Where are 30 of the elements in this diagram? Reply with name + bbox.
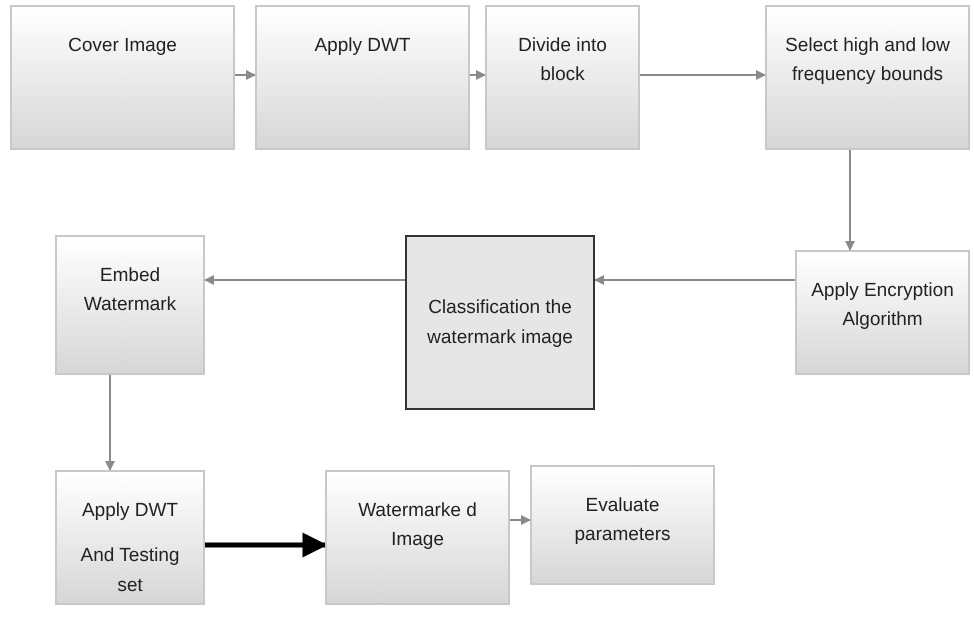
box-label: Apply Encryption Algorithm bbox=[810, 279, 955, 332]
box-label: Select high and low frequency bounds bbox=[784, 34, 951, 88]
arrow bbox=[510, 515, 531, 525]
box-label: Cover Image bbox=[68, 34, 177, 58]
box-label: Embed Watermark bbox=[82, 264, 178, 318]
process-box bbox=[255, 5, 470, 150]
arrow bbox=[205, 532, 328, 558]
process-box bbox=[765, 5, 970, 150]
box-label: Divide into block bbox=[517, 34, 608, 88]
process-box bbox=[485, 5, 640, 150]
box-label: Classification the watermark image bbox=[426, 296, 574, 350]
arrow bbox=[845, 150, 855, 251]
arrow bbox=[470, 70, 486, 80]
arrow bbox=[640, 70, 766, 80]
arrow bbox=[204, 275, 405, 285]
process-box bbox=[325, 470, 510, 605]
process-box bbox=[405, 235, 595, 410]
process-box bbox=[530, 465, 715, 585]
arrow bbox=[594, 275, 795, 285]
box-label: And Testing set bbox=[80, 544, 180, 598]
box-label: Apply DWT bbox=[314, 34, 411, 58]
process-box bbox=[795, 250, 970, 375]
process-box bbox=[55, 235, 205, 375]
arrow bbox=[235, 70, 256, 80]
box-label: Watermarke d Image bbox=[357, 499, 478, 552]
process-box bbox=[55, 470, 205, 605]
arrow bbox=[105, 375, 115, 471]
box-label: Apply DWT bbox=[82, 499, 178, 523]
box-label: Evaluate parameters bbox=[573, 494, 672, 548]
process-box bbox=[10, 5, 235, 150]
